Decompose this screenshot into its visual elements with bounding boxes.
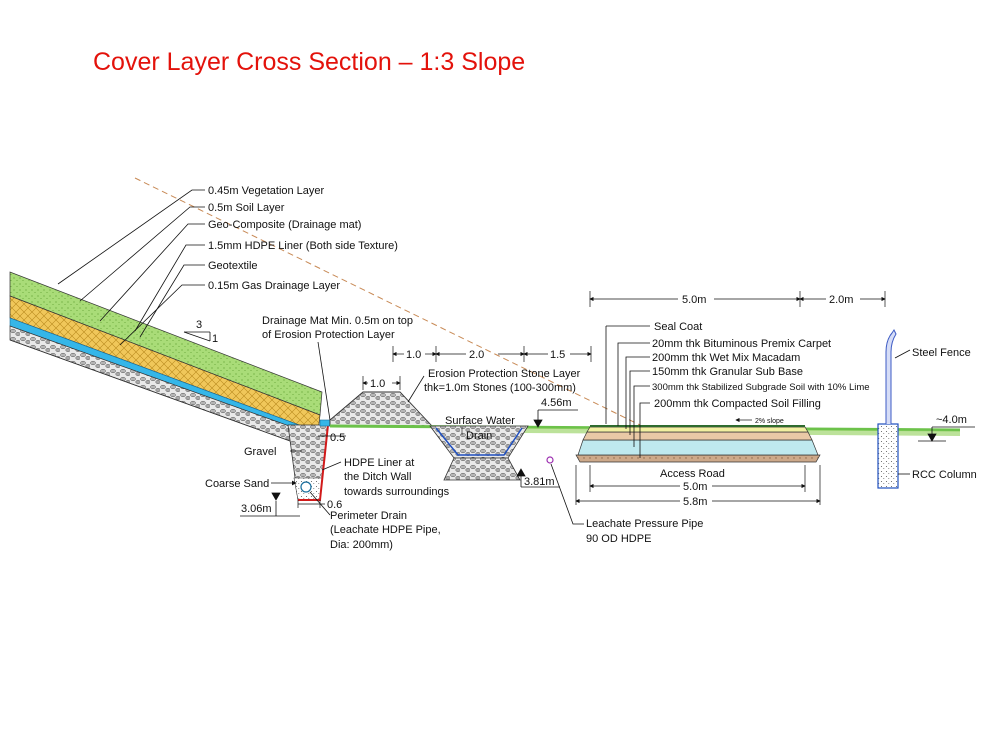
el-3-06-marker — [240, 492, 300, 517]
steel-fence-label: Steel Fence — [912, 347, 971, 359]
surface-water-drain — [429, 425, 529, 481]
dim-5-0-top: 5.0m — [682, 294, 706, 306]
dim-0-6: 0.6 — [327, 499, 342, 511]
dim-1-0-low-lines — [362, 376, 401, 390]
road-layer-label-fill: 200mm thk Compacted Soil Filling — [654, 398, 821, 410]
cover-layer-label-vegetation: 0.45m Vegetation Layer — [208, 185, 325, 197]
steel-fence — [877, 329, 899, 489]
road-bottom-dims — [575, 465, 821, 505]
gravel-label: Gravel — [244, 446, 276, 458]
dim-1-0-top: 1.0 — [406, 349, 421, 361]
road-layer-label-gsb: 150mm thk Granular Sub Base — [652, 366, 803, 378]
page-title: Cover Layer Cross Section – 1:3 Slope — [93, 48, 526, 76]
cover-layer-label-geotextile: Geotextile — [208, 260, 258, 272]
road-labels: Seal Coat 20mm thk Bituminous Premix Car… — [652, 321, 870, 410]
drainage-mat-note-line2: of Erosion Protection Layer — [262, 329, 395, 341]
drainage-mat-note-line1: Drainage Mat Min. 0.5m on top — [262, 315, 413, 327]
cover-layer-label-gas: 0.15m Gas Drainage Layer — [208, 280, 340, 292]
road-top-dims — [589, 291, 886, 307]
erosion-layer-line2: thk=1.0m Stones (100-300mm) — [424, 382, 576, 394]
perimeter-drain-line3: Dia: 200mm) — [330, 539, 393, 551]
el-4-0-marker — [918, 426, 975, 442]
ditch-liner-line3: towards surroundings — [344, 486, 450, 498]
el-4-56-marker — [533, 409, 578, 428]
drainage-mat-leader — [317, 341, 331, 421]
ditch-liner-leader — [321, 461, 342, 471]
slope-projection-line — [134, 177, 641, 426]
slope-indicator: 3 1 — [183, 319, 218, 345]
access-road-label: Access Road — [660, 468, 725, 480]
slope-rise: 1 — [212, 333, 218, 345]
surface-drain-line1: Surface Water — [445, 415, 515, 427]
dim-2-0-right: 2.0m — [829, 294, 853, 306]
dim-5-8-road: 5.8m — [683, 496, 707, 508]
erosion-stone-layer — [329, 391, 434, 427]
road-layer-label-carpet: 20mm thk Bituminous Premix Carpet — [652, 338, 831, 350]
fence-post — [885, 329, 897, 424]
dim-5-0-road: 5.0m — [683, 481, 707, 493]
dim-2-0-top: 2.0 — [469, 349, 484, 361]
cover-slope — [9, 271, 323, 451]
erosion-leader — [407, 375, 425, 403]
rcc-column — [877, 423, 899, 489]
cover-leaders — [57, 189, 205, 346]
perimeter-drain-leader — [309, 491, 331, 516]
erosion-layer-line1: Erosion Protection Stone Layer — [428, 368, 581, 380]
leachate-line2: 90 OD HDPE — [586, 533, 651, 545]
el-4-0: ~4.0m — [936, 414, 967, 426]
perimeter-drain-line1: Perimeter Drain — [330, 510, 407, 522]
ditch-liner-line2: the Ditch Wall — [344, 471, 411, 483]
road-subgrade-layer — [577, 439, 819, 456]
dim-chain-top — [392, 346, 592, 362]
road-layer-label-subgrade: 300mm thk Stabilized Subgrade Soil with … — [652, 382, 870, 393]
coarse-sand-label: Coarse Sand — [205, 478, 269, 490]
rcc-column-label: RCC Column — [912, 469, 977, 481]
leachate-pressure-pipe — [546, 456, 554, 464]
road-layer-label-seal: Seal Coat — [654, 321, 702, 333]
slope-run: 3 — [196, 319, 202, 331]
cover-labels: 0.45m Vegetation Layer 0.5m Soil Layer G… — [208, 185, 398, 292]
road-fill-layer — [575, 454, 821, 463]
road-gsb-layer — [582, 431, 813, 441]
road-layer-label-wmm: 200mm thk Wet Mix Macadam — [652, 352, 800, 364]
road-slope: 2% slope — [755, 418, 784, 425]
perimeter-drain-pipe — [300, 481, 312, 493]
el-3-81-marker — [516, 468, 560, 488]
dim-1-5-top: 1.5 — [550, 349, 565, 361]
access-road — [575, 425, 821, 463]
ditch-liner-line1: HDPE Liner at — [344, 457, 414, 469]
el-3-81: 3.81m — [524, 476, 555, 488]
dim-0-5: 0.5 — [330, 432, 345, 444]
el-4-56: 4.56m — [541, 397, 572, 409]
leachate-line1: Leachate Pressure Pipe — [586, 518, 703, 530]
cover-layer-label-geocomposite: Geo-Composite (Drainage mat) — [208, 219, 361, 231]
road-wmm-layer — [586, 426, 809, 433]
dim-1-0-low: 1.0 — [370, 378, 385, 390]
cover-layer-label-hdpe: 1.5mm HDPE Liner (Both side Texture) — [208, 240, 398, 252]
cover-layer-label-soil: 0.5m Soil Layer — [208, 202, 285, 214]
road-leaders — [605, 325, 650, 458]
perimeter-drain-line2: (Leachate HDPE Pipe, — [330, 524, 441, 536]
el-3-06: 3.06m — [241, 503, 272, 515]
leachate-leader — [550, 463, 584, 525]
surface-drain-line2: Drain — [466, 430, 492, 442]
